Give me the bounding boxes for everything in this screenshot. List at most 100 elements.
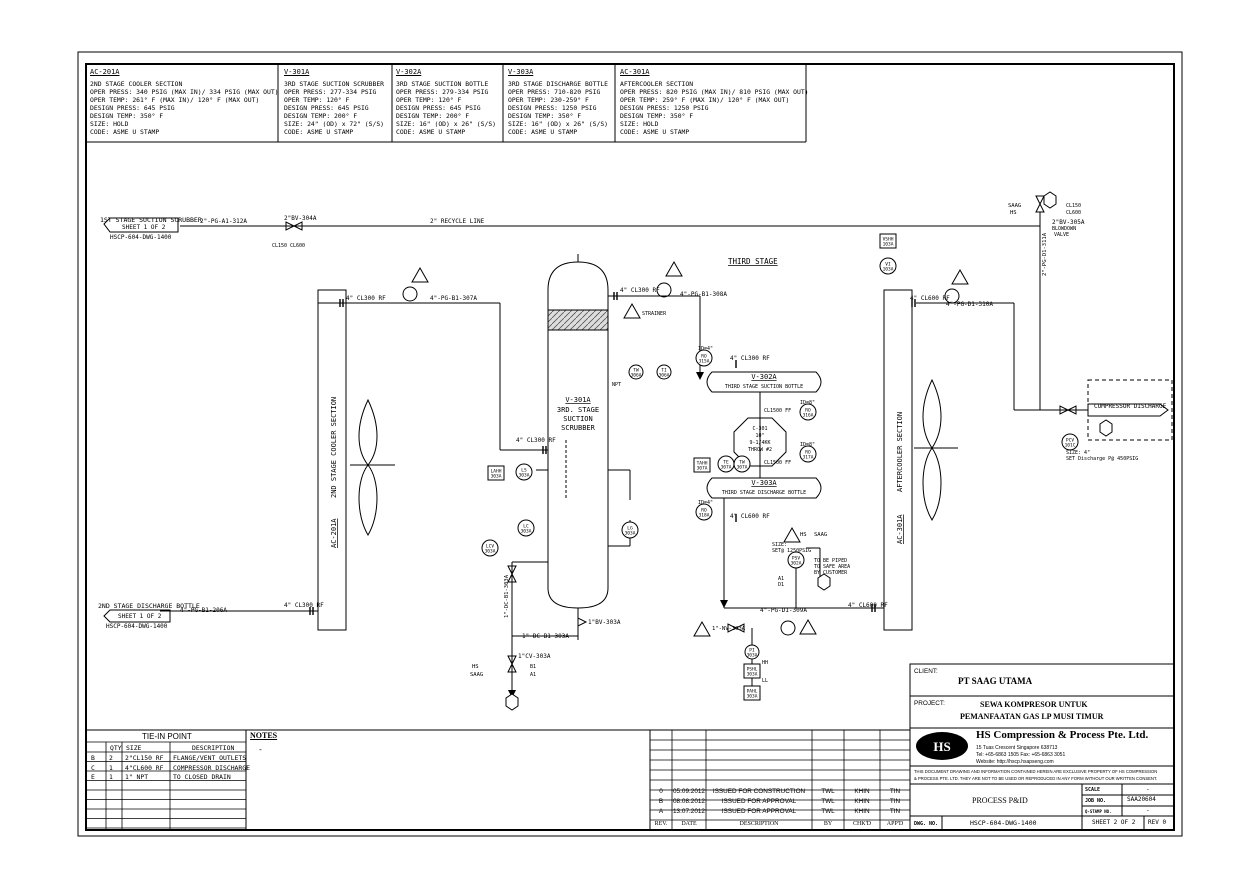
cylinder-label: THROW #2 bbox=[748, 447, 772, 453]
instrument-tag: VI bbox=[885, 262, 891, 268]
cylinder-label: 9-1/4KK bbox=[749, 440, 770, 446]
offpage-connector-top bbox=[103, 217, 179, 233]
instrument-tag: 307A bbox=[697, 466, 708, 472]
instrument-tag: TW bbox=[739, 460, 745, 466]
fan-icon bbox=[914, 378, 958, 521]
line-label: CL150 bbox=[1066, 203, 1081, 209]
instrument-tag: TAHH bbox=[697, 461, 708, 467]
instrument-tag: LAHH bbox=[491, 469, 502, 475]
instrument-tag: TE bbox=[723, 460, 729, 466]
outer-border bbox=[77, 51, 1183, 837]
instrument-tag: 103A bbox=[883, 242, 894, 248]
vent-cap-symbols bbox=[402, 260, 969, 637]
offpage-top-dwg: HSCP-604-DWG-1400 bbox=[110, 234, 172, 241]
instrument-tag: RO bbox=[701, 508, 707, 514]
scrubber-label: 3RD. STAGE bbox=[557, 406, 599, 414]
cooler-ac201a bbox=[317, 289, 347, 631]
line-label: BLOWDOWN bbox=[1052, 226, 1076, 232]
instrument-bubbles bbox=[481, 233, 1079, 701]
line-label: 2"-PG-A1-312A bbox=[200, 218, 247, 225]
d1-label: D1 bbox=[778, 582, 784, 588]
line-label: ID=8" bbox=[800, 400, 815, 406]
section-title: THIRD STAGE bbox=[728, 257, 778, 266]
cylinder-label: 10" bbox=[755, 433, 764, 439]
instrument-tag: 317A bbox=[803, 455, 814, 461]
instrument-tag: 303A bbox=[747, 672, 758, 678]
cylinder-label: C-301 bbox=[752, 426, 767, 432]
scrubber-label: SUCTION bbox=[563, 415, 593, 423]
line-label: 4" CL600 RF bbox=[848, 602, 888, 609]
offpage-connector-bottom bbox=[103, 609, 171, 623]
bottle-tag: V-302A bbox=[751, 373, 777, 381]
line-label: 4"-PG-D1-309A bbox=[760, 607, 807, 614]
line-label: 1"-DC-B1-303A bbox=[504, 574, 510, 618]
hs-label: HS bbox=[800, 532, 807, 538]
instrument-tag: PI bbox=[749, 648, 755, 654]
a1-label: A1 bbox=[778, 576, 784, 582]
npt-label: NPT bbox=[612, 382, 621, 388]
strainer-label: STRAINER bbox=[642, 311, 667, 317]
bottom-frames bbox=[86, 663, 1175, 831]
pcv-size: SIZE: 4" bbox=[1066, 450, 1090, 456]
line-label: CL1500 FF bbox=[764, 460, 791, 466]
instrument-tag: VSHH bbox=[883, 237, 894, 243]
bottle-label: THIRD STAGE SUCTION BOTTLE bbox=[725, 384, 803, 390]
cooler-tag: AC-301A bbox=[896, 514, 904, 544]
instrument-tag: PSHL bbox=[747, 667, 758, 673]
instrument-tag: 302A bbox=[791, 561, 802, 567]
instrument-tag: 103A bbox=[883, 267, 894, 273]
instrument-tag: RO bbox=[805, 408, 811, 414]
offpage-connector-discharge bbox=[1087, 379, 1173, 441]
cooler-tag: AC-201A bbox=[330, 518, 338, 548]
line-label: 4"-PG-D1-310A bbox=[946, 301, 993, 308]
cooler-ac301a bbox=[883, 289, 913, 631]
line-label: ID=4" bbox=[698, 500, 713, 506]
psv-note: BY CUSTOMER bbox=[814, 570, 848, 576]
line-label: 4" CL300 RF bbox=[346, 295, 386, 302]
line-label: CL600 bbox=[1066, 210, 1081, 216]
line-label: ID=8" bbox=[800, 442, 815, 448]
instrument-tag: 318A bbox=[699, 513, 710, 519]
fan-icon bbox=[350, 398, 395, 536]
psv-set: SET@ 1250PSIG bbox=[772, 548, 811, 554]
psv-note: TO SAFE AREA bbox=[814, 564, 850, 570]
svg-text:HS: HS bbox=[933, 739, 950, 754]
diagram-labels: 1ST STAGE SUCTION SCRUBBER SHEET 1 OF 2 … bbox=[98, 203, 1167, 684]
line-label: 2"BV-304A bbox=[284, 215, 317, 222]
line-label: 4" CL300 RF bbox=[516, 437, 556, 444]
line-label: 4" CL300 RF bbox=[730, 355, 770, 362]
line-label: 4"-PG-B1-206A bbox=[180, 607, 227, 614]
pcv-set: SET Discharge P@ 450PSIG bbox=[1066, 456, 1138, 462]
instrument-tag: PCV bbox=[1066, 438, 1074, 444]
instrument-tag: 303A bbox=[491, 474, 502, 480]
scrubber-v301a bbox=[547, 254, 609, 609]
line-label: 1"-DC-B1-303A bbox=[522, 633, 569, 640]
instrument-tag: 316A bbox=[803, 413, 814, 419]
line-label: 1"-NV-303A bbox=[712, 626, 746, 632]
line-label: VALVE bbox=[1054, 232, 1069, 238]
company-logo: HS bbox=[916, 732, 968, 760]
instrument-tag: 303A bbox=[485, 549, 496, 555]
instrument-tag: 306A bbox=[659, 373, 670, 379]
psv-note: TO BE PIPED bbox=[814, 558, 847, 564]
hs-label: HS bbox=[1010, 210, 1017, 216]
line-label: 4"-PG-B1-308A bbox=[680, 291, 727, 298]
line-label: 2"-PG-D1-311A bbox=[1042, 232, 1048, 276]
instrument-tag: 307A bbox=[737, 465, 748, 471]
line-label: 4"-PG-B1-307A bbox=[430, 295, 477, 302]
instrument-tag: RO bbox=[701, 354, 707, 360]
tie-in-markers bbox=[505, 191, 1113, 711]
instrument-tag: 315A bbox=[699, 359, 710, 365]
valve-icon bbox=[285, 195, 1077, 673]
offpage-bottom-dwg: HSCP-604-DWG-1400 bbox=[106, 623, 168, 630]
line-label: CL150 bbox=[272, 243, 287, 249]
instrument-tag: 307A bbox=[721, 465, 732, 471]
line-label: ID=4" bbox=[698, 346, 713, 352]
line-label: 4" CL300 RF bbox=[620, 287, 660, 294]
instrument-tag: 303A bbox=[519, 473, 530, 479]
scrubber-label: SCRUBBER bbox=[561, 424, 596, 432]
line-label: 4" CL600 RF bbox=[910, 295, 950, 302]
bottle-v302a bbox=[706, 371, 822, 393]
line-label: 2"BV-305A bbox=[1052, 219, 1085, 226]
